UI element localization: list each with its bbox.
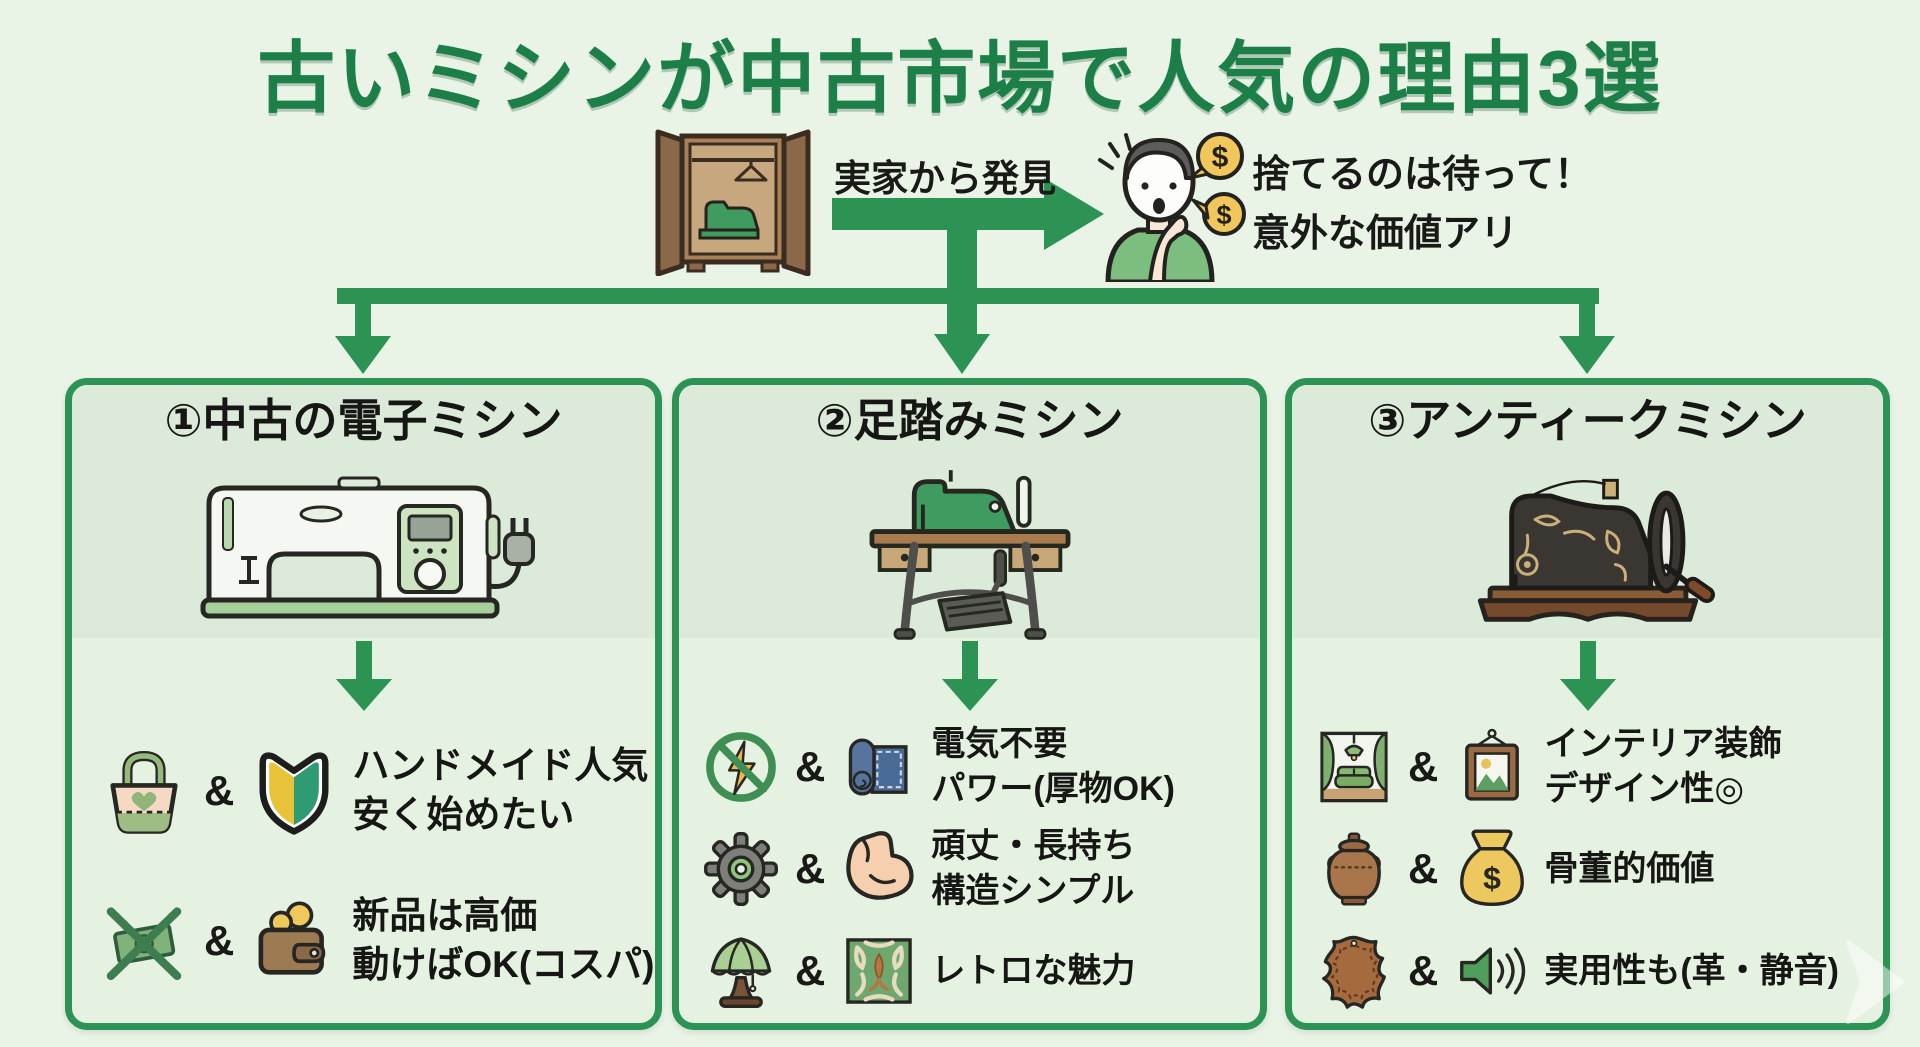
ampersand-text: &	[795, 947, 826, 994]
ampersand-text: &	[1408, 947, 1439, 994]
feature-text: 新品は高価 動けばOK(コスパ)	[352, 892, 654, 990]
feature-row: & 電気不要 パワー(厚物OK)	[679, 716, 1260, 818]
feature-list: & ハンドメイド人気 安く始めたい	[72, 716, 655, 1016]
feature-line: デザイン性◎	[1544, 770, 1745, 808]
ampersand-text: &	[204, 767, 235, 814]
gear-icon	[699, 827, 783, 911]
feature-row: & $ 骨董的価値	[1292, 818, 1883, 920]
page-title: 古いミシンが中古市場で人気の理由3選	[257, 34, 1663, 122]
feature-line: パワー(厚物OK)	[931, 770, 1175, 808]
picture-frame-icon	[1450, 725, 1534, 809]
feature-line: 頑丈・長持ち	[931, 827, 1136, 866]
feature-line: ハンドメイド人気	[352, 745, 649, 787]
muscle-arm-icon	[837, 827, 921, 911]
card-used-electronic-machine: ①中古の電子ミシン	[65, 378, 662, 1030]
feature-text: インテリア装飾 デザイン性◎	[1544, 722, 1782, 812]
tote-bag-icon	[98, 745, 190, 837]
feature-text: レトロな魅力	[931, 949, 1135, 994]
crossed-out-money-icon	[98, 895, 190, 987]
wardrobe-sewing-machine-icon	[655, 129, 811, 276]
feature-row: & 実用性も(革・静音)	[1292, 920, 1883, 1022]
retro-lamp-icon	[699, 929, 783, 1013]
card-antique-machine: ③アンティークミシン	[1285, 378, 1890, 1030]
ampersand-text: &	[795, 743, 826, 790]
feature-text: 電気不要 パワー(厚物OK)	[931, 722, 1175, 812]
card-down-arrow	[1292, 638, 1883, 716]
dollar-bubble-text: $	[1212, 141, 1229, 174]
speaker-sound-icon	[1450, 929, 1534, 1013]
feature-line: レトロな魅力	[931, 951, 1136, 990]
feature-row: & インテリア装飾 デザイン性◎	[1292, 716, 1883, 818]
feature-row: & ハンドメイド人気 安く始めたい	[72, 716, 655, 866]
flow-arrow-label: 実家から発見	[834, 158, 1056, 199]
wallet-with-coins-icon	[248, 895, 340, 987]
feature-text: 骨董的価値	[1544, 847, 1714, 892]
feature-line: 電気不要	[931, 725, 1068, 764]
feature-line: 安く始めたい	[352, 794, 575, 835]
feature-line: 骨董的価値	[1544, 849, 1715, 888]
feature-line: 新品は高価	[352, 895, 538, 937]
feature-row: & 頑丈・長持ち 構造シンプル	[679, 818, 1260, 920]
callout-line: 捨てるのは待って！	[1252, 154, 1593, 196]
beginner-mark-icon	[248, 745, 340, 837]
ampersand-text: &	[1408, 743, 1439, 790]
treadle-sewing-machine-icon	[850, 447, 1090, 645]
denim-fabric-roll-icon	[837, 725, 921, 809]
antique-sewing-machine-icon	[1448, 447, 1728, 638]
feature-list: & インテリア装飾 デザイン性◎	[1292, 716, 1883, 1022]
card-header-band: ①中古の電子ミシン	[72, 385, 655, 638]
money-bag-icon: $	[1450, 827, 1534, 911]
feature-row: & 新品は高価 動けばOK(コスパ)	[72, 866, 655, 1016]
card-header-band: ③アンティークミシン	[1292, 385, 1883, 638]
callout-line: 意外な価値アリ	[1252, 212, 1519, 255]
card-title: ③アンティークミシン	[1368, 395, 1807, 446]
feature-line: 動けばOK(コスパ)	[352, 944, 655, 985]
feature-text: 実用性も(革・静音)	[1544, 949, 1839, 994]
card-down-arrow	[679, 638, 1260, 716]
feature-list: & 電気不要 パワー(厚物OK)	[679, 716, 1260, 1022]
card-header-band: ②足踏みミシン	[679, 385, 1260, 640]
card-treadle-machine: ②足踏みミシン	[672, 378, 1267, 1030]
ampersand-text: &	[1408, 845, 1439, 892]
leather-hide-icon	[1312, 929, 1396, 1013]
retro-pattern-tile-icon	[837, 929, 921, 1013]
feature-line: 構造シンプル	[931, 872, 1135, 910]
electronic-sewing-machine-icon	[189, 447, 539, 638]
card-down-arrow	[72, 638, 655, 716]
interior-room-icon	[1312, 725, 1396, 809]
dollar-bubble-text: $	[1216, 200, 1231, 230]
ampersand-text: &	[795, 845, 826, 892]
watermark-chevron	[1846, 940, 1904, 1024]
feature-row: &	[679, 920, 1260, 1022]
dollar-bag-text: $	[1483, 860, 1501, 896]
feature-line: インテリア装飾	[1544, 725, 1783, 764]
no-electricity-icon	[699, 725, 783, 809]
flow-callout: 捨てるのは待って！ 意外な価値アリ	[1252, 146, 1592, 264]
card-title: ②足踏みミシン	[815, 395, 1124, 446]
feature-text: 頑丈・長持ち 構造シンプル	[931, 824, 1135, 914]
feature-line: 実用性も(革・静音)	[1544, 951, 1839, 990]
ampersand-text: &	[204, 917, 235, 964]
card-title: ①中古の電子ミシン	[164, 395, 563, 446]
antique-vase-icon	[1312, 827, 1396, 911]
thinking-person-icon: $ $	[1098, 132, 1246, 282]
feature-text: ハンドメイド人気 安く始めたい	[352, 742, 648, 840]
